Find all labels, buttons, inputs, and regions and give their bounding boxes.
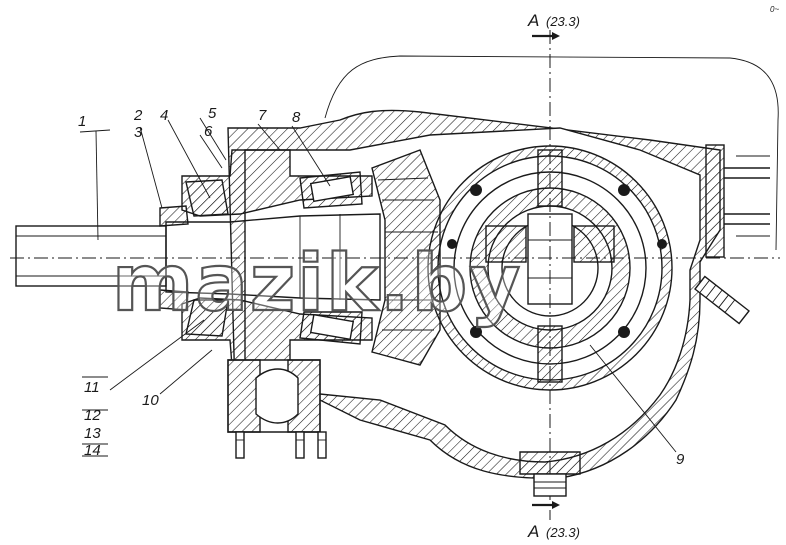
callout-3: 3 xyxy=(134,124,143,141)
tapered-bearing-upper xyxy=(299,171,363,209)
housing-cover-outline xyxy=(324,55,779,251)
callout-10: 10 xyxy=(142,392,159,409)
callout-11: 11 xyxy=(84,379,100,396)
tapered-bearing-small-upper xyxy=(185,179,229,217)
inclined-bolt xyxy=(694,275,750,325)
callout-4: 4 xyxy=(160,107,168,124)
section-arrow-bottom xyxy=(532,501,560,509)
callout-9: 9 xyxy=(676,451,685,468)
callout-6: 6 xyxy=(204,123,213,140)
callout-13: 13 xyxy=(84,425,101,442)
watermark-text: mazik.by xyxy=(112,239,522,329)
tapered-bearing-lower xyxy=(299,311,363,345)
callout-2: 2 xyxy=(133,107,143,124)
corner-mark: 0~ xyxy=(770,5,779,14)
section-arrow-top xyxy=(532,32,560,40)
drain-plug xyxy=(519,451,581,497)
bottom-boss xyxy=(227,359,327,459)
callout-14: 14 xyxy=(84,442,101,459)
input-shaft xyxy=(15,213,381,301)
callout-8: 8 xyxy=(292,109,301,126)
section-ref-bottom: (23.3) xyxy=(546,525,580,540)
section-letter-bottom: A xyxy=(527,522,539,541)
section-letter-top: A xyxy=(527,11,539,30)
callout-5: 5 xyxy=(208,105,217,122)
tapered-bearing-small-lower xyxy=(185,299,229,337)
callout-12: 12 xyxy=(84,407,101,424)
callout-7: 7 xyxy=(258,107,267,124)
flange-nut xyxy=(159,205,189,227)
right-flange xyxy=(705,144,725,258)
callout-leaders xyxy=(79,117,677,457)
section-ref-top: (23.3) xyxy=(546,14,580,29)
callout-1: 1 xyxy=(78,113,86,130)
